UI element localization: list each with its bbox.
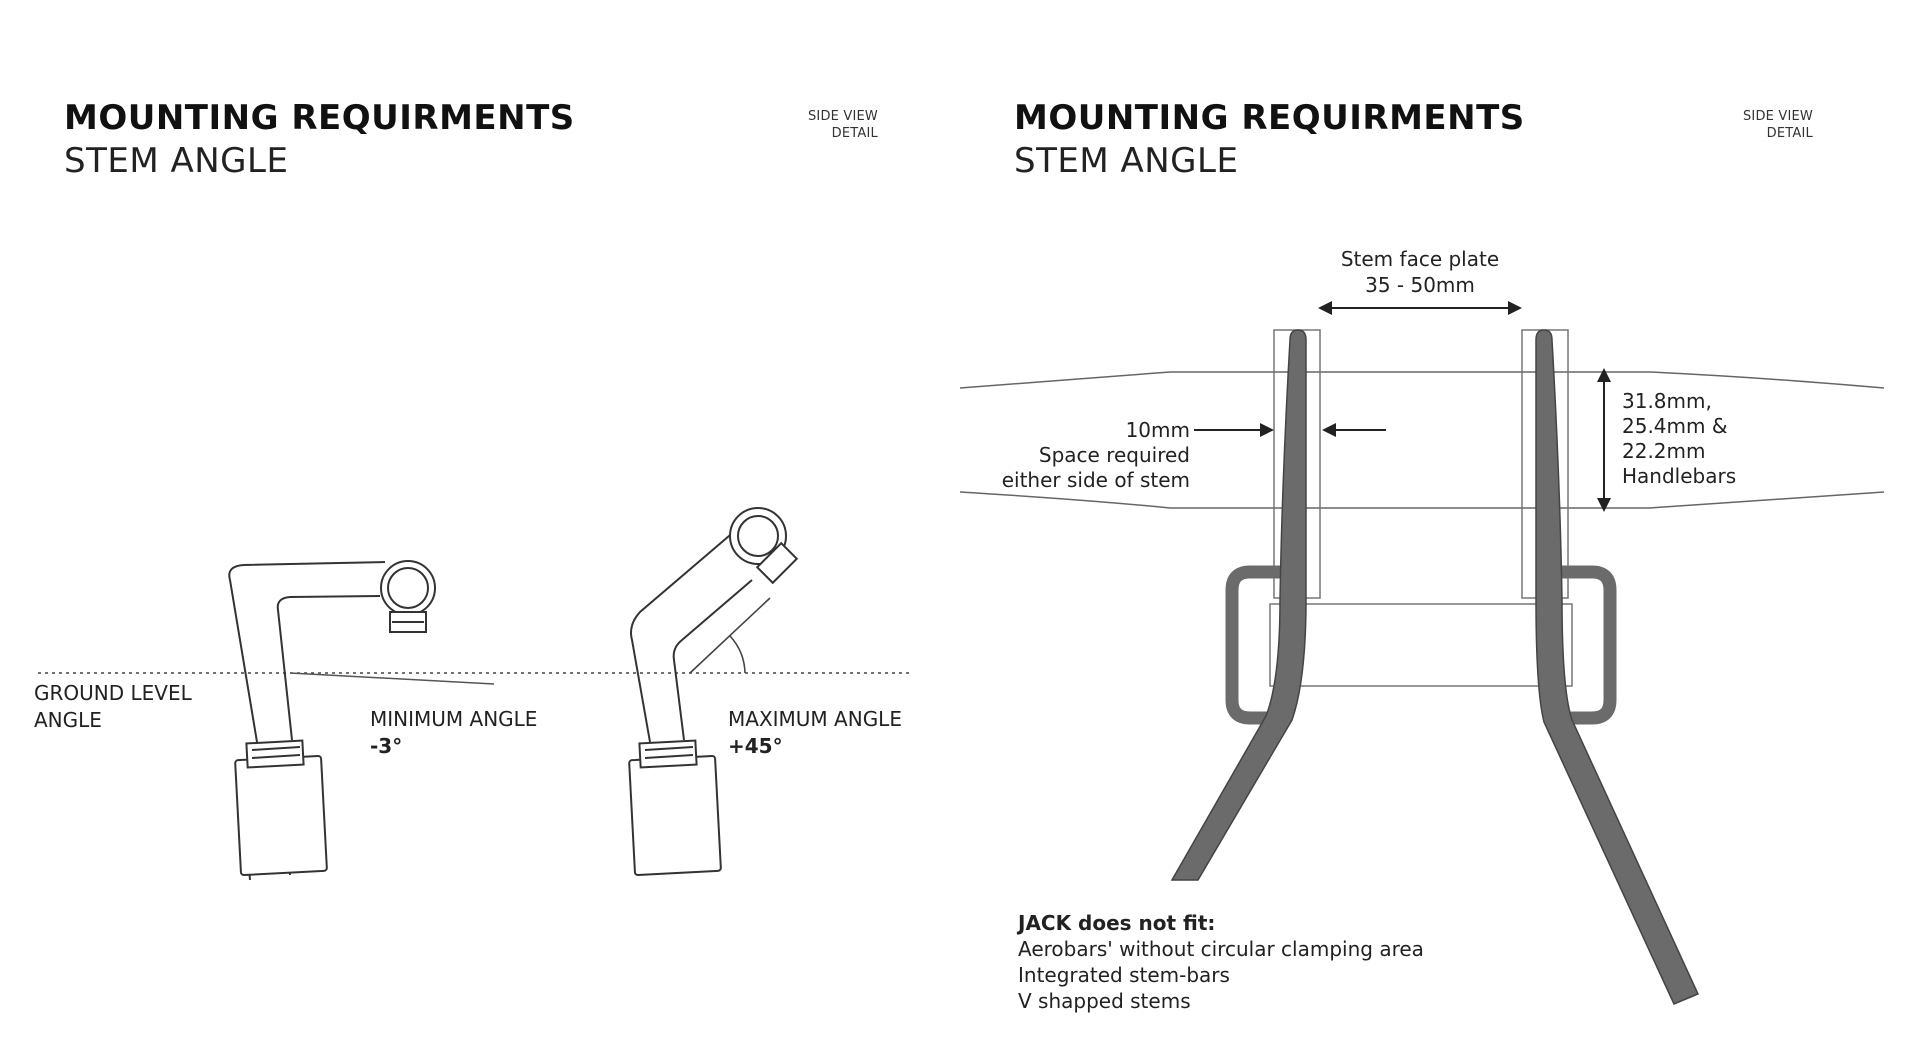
right-subtitle: STEM ANGLE [1014, 141, 1239, 181]
stem-maximum-angle [628, 507, 799, 877]
right-title: MOUNTING REQUIRMENTS [1014, 98, 1525, 138]
right-panel: MOUNTING REQUIRMENTS STEM ANGLE SIDE VIE… [950, 0, 1920, 1056]
maximum-angle-line [689, 597, 771, 674]
bars-label-line2: 25.4mm & [1622, 414, 1727, 438]
faceplate-label-line1: Stem face plate [1341, 247, 1499, 271]
faceplate-label-line2: 35 - 50mm [1365, 273, 1475, 297]
max-angle-label: MAXIMUM ANGLE [728, 707, 902, 731]
steerer-min [234, 754, 328, 877]
handlebar-top-edge [959, 371, 1885, 389]
space-arrow-right-head [1322, 423, 1336, 437]
steerer-max [628, 754, 722, 877]
bars-label-line4: Handlebars [1622, 464, 1736, 488]
space-arrow-left-head [1260, 423, 1274, 437]
right-view-label: SIDE VIEW DETAIL [1695, 108, 1813, 142]
min-angle-label: MINIMUM ANGLE [370, 707, 537, 731]
bar-clamp-min [380, 560, 436, 616]
note-item-2: Integrated stem-bars [1018, 963, 1230, 987]
handlebar-bottom-edge [959, 491, 1885, 509]
stem-arm-left [1170, 329, 1307, 881]
min-angle-value: -3° [370, 734, 402, 758]
right-view-label-line2: DETAIL [1766, 126, 1813, 141]
max-angle-value: +45° [728, 734, 783, 758]
faceplate-arrow-right [1508, 301, 1522, 315]
stem-angle-diagram: GROUND LEVEL ANGLE MINIMUM ANGLE -3° MAX… [34, 507, 912, 881]
note-heading: JACK does not fit: [1016, 911, 1215, 935]
left-view-label-line1: SIDE VIEW [807, 109, 878, 124]
right-view-label-line1: SIDE VIEW [1742, 109, 1813, 124]
left-panel: MOUNTING REQUIRMENTS STEM ANGLE SIDE VIE… [0, 0, 950, 1056]
left-view-label-line2: DETAIL [831, 126, 878, 141]
stem-body-max [630, 529, 753, 743]
bars-label-line1: 31.8mm, [1622, 389, 1712, 413]
left-view-label: SIDE VIEW DETAIL [760, 108, 878, 142]
stem-bolt-stack-min [245, 739, 305, 769]
note-item-1: Aerobars' without circular clamping area [1018, 937, 1424, 961]
mount-bracket-left [1225, 565, 1290, 725]
stem-body-min [228, 561, 386, 743]
ground-label-line1: GROUND LEVEL [34, 681, 193, 705]
note-item-3: V shapped stems [1018, 989, 1191, 1013]
ground-label-line2: ANGLE [34, 708, 102, 732]
faceplate-arrow-left [1318, 301, 1332, 315]
space-label-line1: 10mm [1126, 418, 1190, 442]
bar-diameter-arrow-top [1597, 368, 1611, 382]
stem-minimum-angle [228, 560, 436, 881]
stem-arm-right [1535, 329, 1700, 1005]
mount-bracket-right [1552, 565, 1617, 725]
minimum-angle-line [289, 672, 495, 685]
left-title: MOUNTING REQUIRMENTS [64, 98, 575, 138]
stem-bolt-stack-max [638, 739, 698, 769]
clamp-body [1269, 603, 1573, 687]
bar-diameter-arrow-bottom [1597, 498, 1611, 512]
left-subtitle: STEM ANGLE [64, 141, 289, 181]
stem-faceplate-diagram: Stem face plate 35 - 50mm 10mm Space req… [959, 247, 1885, 1013]
space-label-line2: Space required [1039, 443, 1190, 467]
bars-label-line3: 22.2mm [1622, 439, 1706, 463]
maximum-angle-arc [729, 635, 746, 674]
space-label-line3: either side of stem [1002, 468, 1190, 492]
